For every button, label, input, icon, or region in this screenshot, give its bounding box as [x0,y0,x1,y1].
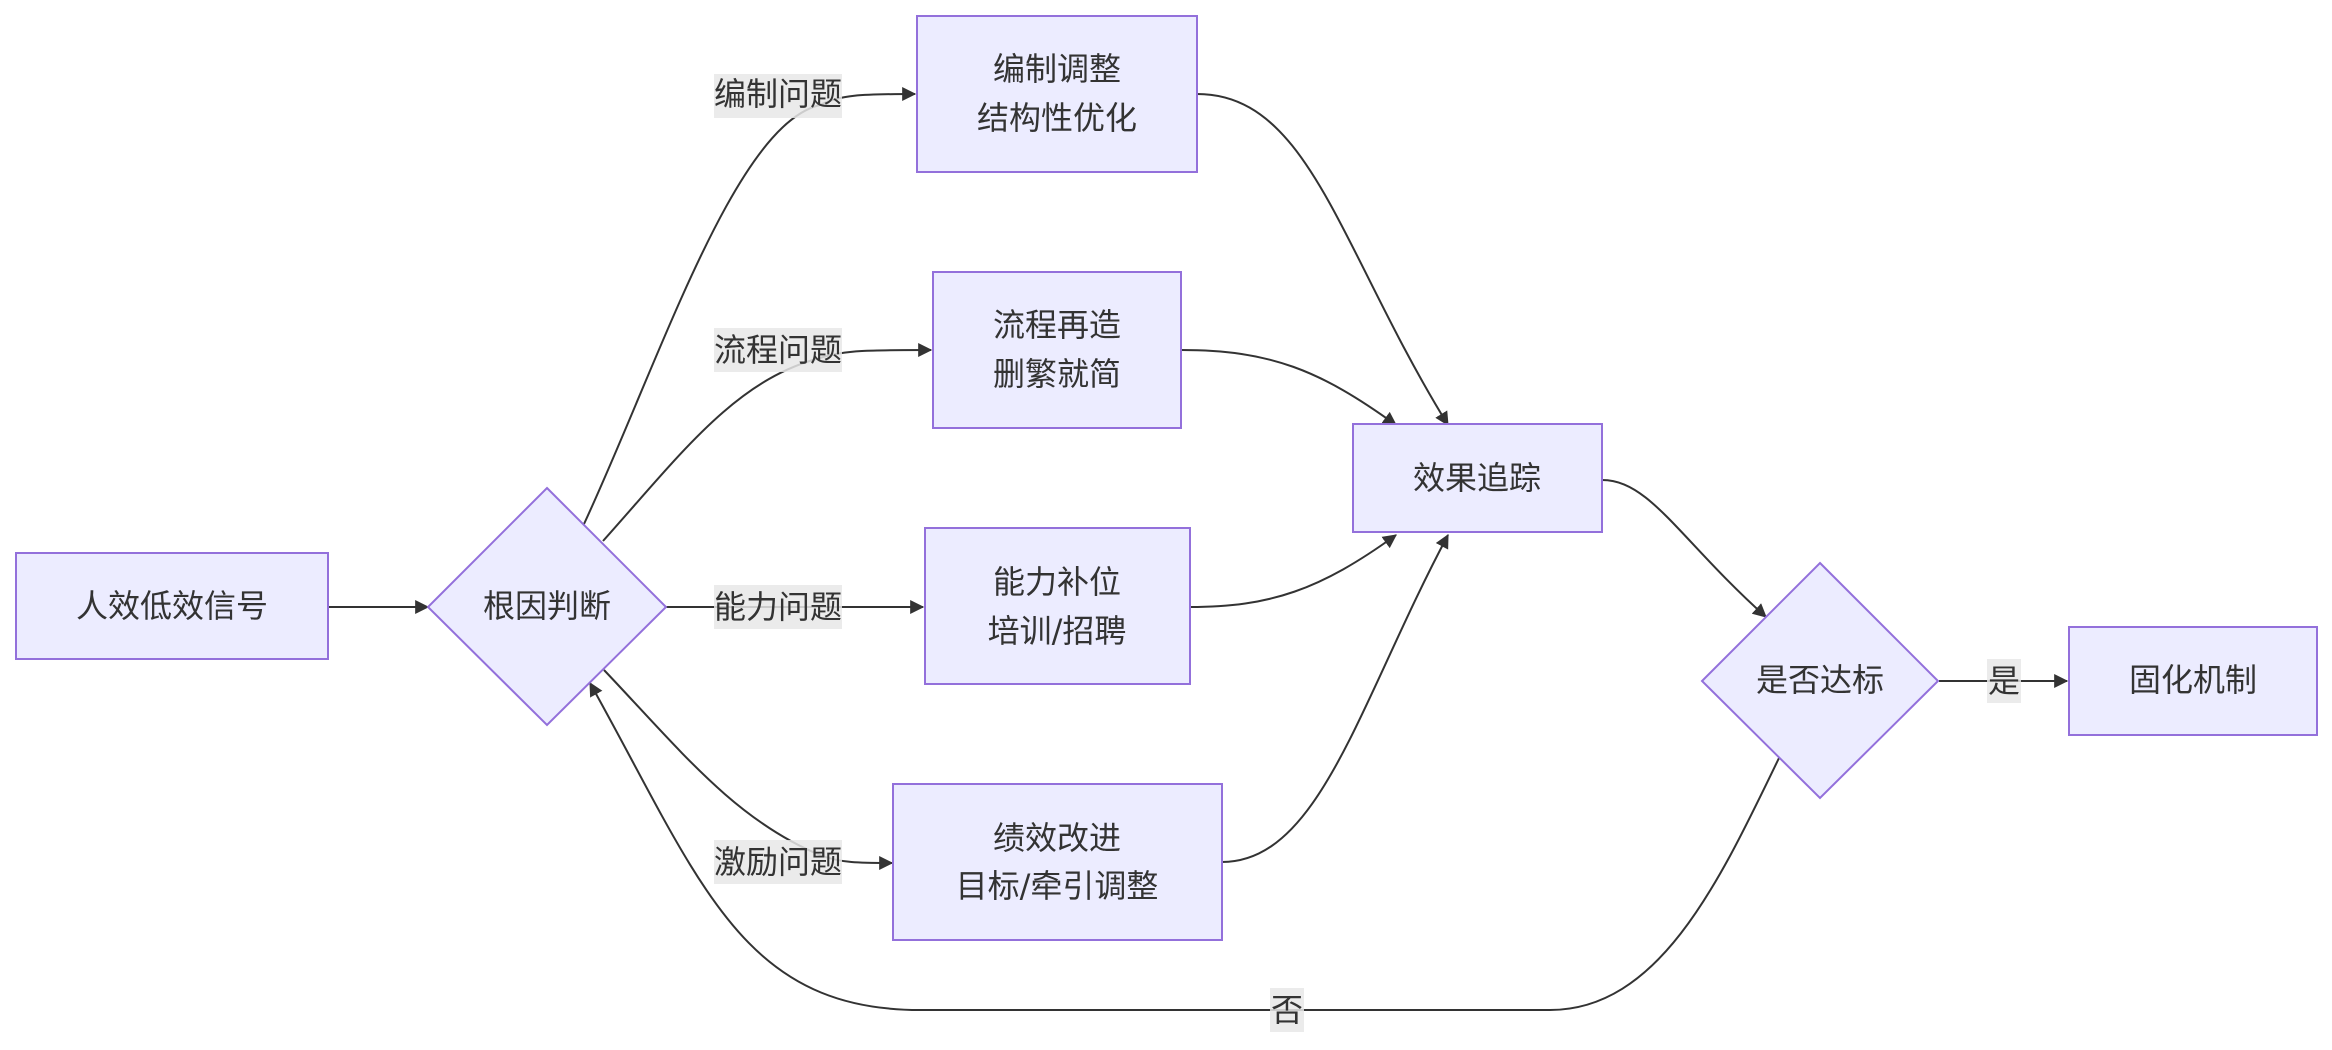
edge-tracking-to-check [1601,479,1767,618]
edge-root-to-process [602,343,933,542]
edge-performance-to-tracking [1221,533,1449,863]
node-root-label: 根因判断 [483,587,611,625]
node-solidify-label: 固化机制 [2129,661,2257,699]
node-signal[interactable]: 人效低效信号 [15,552,329,660]
node-tracking-label: 效果追踪 [1413,459,1541,497]
edge-check-to-root-no [589,681,1780,1011]
node-performance-line2: 目标/牵引调整 [956,867,1159,905]
node-performance[interactable]: 绩效改进 目标/牵引调整 [892,783,1223,941]
edge-label-no: 否 [1270,988,1304,1032]
edge-label-process-issue-text: 流程问题 [714,331,842,369]
edge-label-org-issue-text: 编制问题 [714,75,842,113]
node-capability[interactable]: 能力补位 培训/招聘 [924,527,1191,685]
node-root[interactable]: 根因判断 [426,486,668,727]
node-tracking[interactable]: 效果追踪 [1352,423,1603,533]
node-solidify[interactable]: 固化机制 [2068,626,2318,736]
node-capability-line1: 能力补位 [993,563,1121,601]
edge-capability-to-tracking [1189,534,1397,608]
node-org-line1: 编制调整 [993,50,1121,88]
node-process-line2: 删繁就简 [993,355,1121,393]
edge-label-incentive-issue: 激励问题 [714,840,842,884]
edge-root-to-performance [603,669,894,870]
edge-label-capability-issue-text: 能力问题 [714,588,842,626]
edge-label-org-issue: 编制问题 [714,74,842,118]
node-org[interactable]: 编制调整 结构性优化 [916,15,1198,173]
node-org-line2: 结构性优化 [977,99,1137,137]
edge-label-capability-issue: 能力问题 [714,585,842,629]
node-capability-line2: 培训/招聘 [988,612,1127,650]
edge-label-yes: 是 [1987,659,2021,703]
edge-process-to-tracking [1180,349,1397,426]
edge-org-to-tracking [1196,93,1449,426]
edge-label-process-issue: 流程问题 [714,328,842,372]
edge-label-incentive-issue-text: 激励问题 [714,843,842,881]
node-signal-label: 人效低效信号 [76,587,268,625]
node-check-label: 是否达标 [1756,661,1884,699]
node-performance-line1: 绩效改进 [993,819,1121,857]
edge-labels: 编制问题 流程问题 能力问题 激励问题 是 否 [714,74,2021,1032]
edge-label-yes-text: 是 [1988,662,2020,700]
node-process-line1: 流程再造 [993,306,1121,344]
node-check[interactable]: 是否达标 [1700,561,1940,800]
edges [328,87,2069,1011]
edge-root-to-org [583,87,917,525]
node-process[interactable]: 流程再造 删繁就简 [932,271,1182,429]
edge-label-no-text: 否 [1271,991,1303,1029]
nodes: 人效低效信号 根因判断 编制调整 结构性优化 流程再造 删繁就简 能力补位 培训… [15,15,2318,941]
